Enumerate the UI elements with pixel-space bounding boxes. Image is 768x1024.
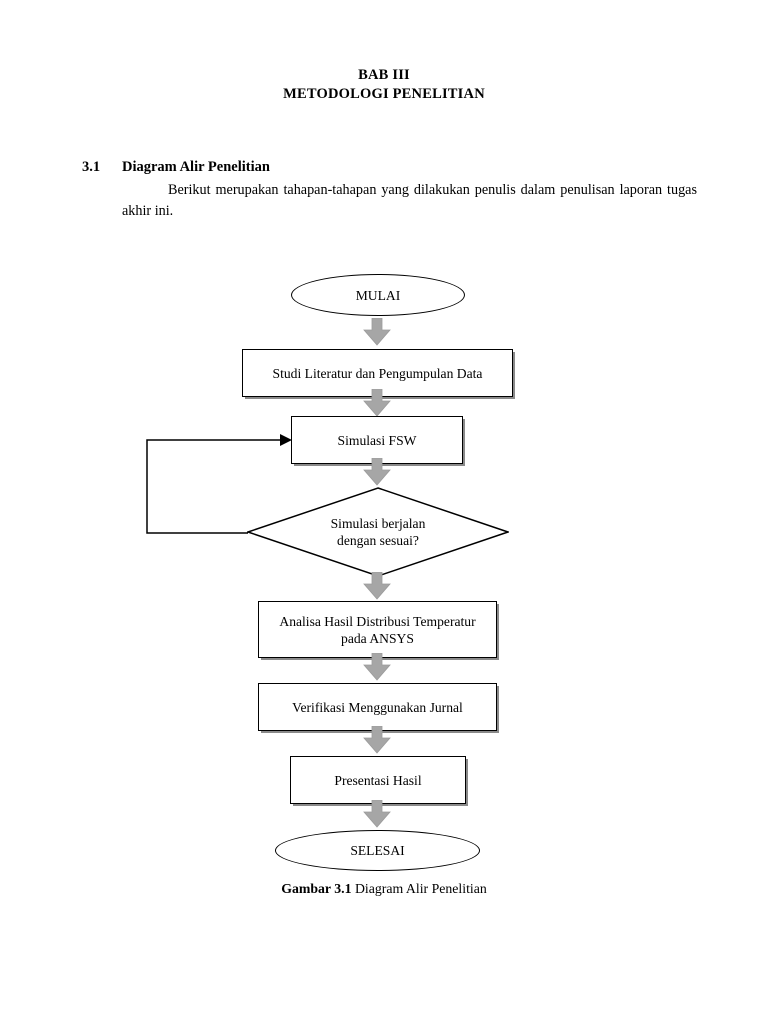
flow-node-presentation: Presentasi Hasil <box>290 756 466 804</box>
flow-node-simulation: Simulasi FSW <box>291 416 463 464</box>
flow-node-end: SELESAI <box>275 830 480 871</box>
flow-node-end-label: SELESAI <box>350 843 405 858</box>
flow-node-simulation-label: Simulasi FSW <box>337 432 417 448</box>
figure-caption-number: Gambar 3.1 <box>281 881 352 896</box>
section-title: Diagram Alir Penelitian <box>122 159 270 175</box>
section-paragraph: Berikut merupakan tahapan-tahapan yang d… <box>122 182 697 219</box>
flow-node-decision: Simulasi berjalan dengan sesuai? <box>247 487 509 577</box>
flow-arrow-start-to-literature <box>363 318 391 346</box>
chapter-heading-line-2: METODOLOGI PENELITIAN <box>283 86 485 102</box>
flow-node-start: MULAI <box>291 274 465 316</box>
flow-node-start-label: MULAI <box>355 287 401 303</box>
flow-node-presentation-label: Presentasi Hasil <box>334 772 422 788</box>
section-number: 3.1 <box>82 159 101 175</box>
figure-caption: Gambar 3.1 Diagram Alir Penelitian <box>0 881 768 897</box>
flow-node-verification-label: Verifikasi Menggunakan Jurnal <box>292 699 463 715</box>
flow-node-decision-label-line-2: dengan sesuai? <box>337 533 419 548</box>
flow-arrow-decision-to-analysis <box>363 572 391 600</box>
flow-arrow-simulation-to-decision <box>363 458 391 486</box>
flow-arrow-presentation-to-end <box>363 800 391 828</box>
flow-arrow-analysis-to-verification <box>363 653 391 681</box>
flow-node-analysis-label-line-1: Analisa Hasil Distribusi Temperatur <box>279 613 476 629</box>
flow-node-verification: Verifikasi Menggunakan Jurnal <box>258 683 497 731</box>
flow-node-literature-label: Studi Literatur dan Pengumpulan Data <box>272 365 483 381</box>
flow-edge-feedback-loop <box>140 425 300 545</box>
flow-node-decision-label-line-1: Simulasi berjalan <box>330 516 426 531</box>
figure-caption-text: Diagram Alir Penelitian <box>351 881 487 896</box>
chapter-heading: BAB III METODOLOGI PENELITIAN <box>0 66 768 104</box>
flow-arrow-verification-to-presentation <box>363 726 391 754</box>
chapter-heading-line-1: BAB III <box>358 67 410 83</box>
flow-node-analysis-label-line-2: pada ANSYS <box>341 630 414 646</box>
flow-node-analysis: Analisa Hasil Distribusi Temperatur pada… <box>258 601 497 658</box>
flow-arrow-literature-to-simulation <box>363 389 391 417</box>
flow-node-decision-label: Simulasi berjalan dengan sesuai? <box>247 487 509 577</box>
